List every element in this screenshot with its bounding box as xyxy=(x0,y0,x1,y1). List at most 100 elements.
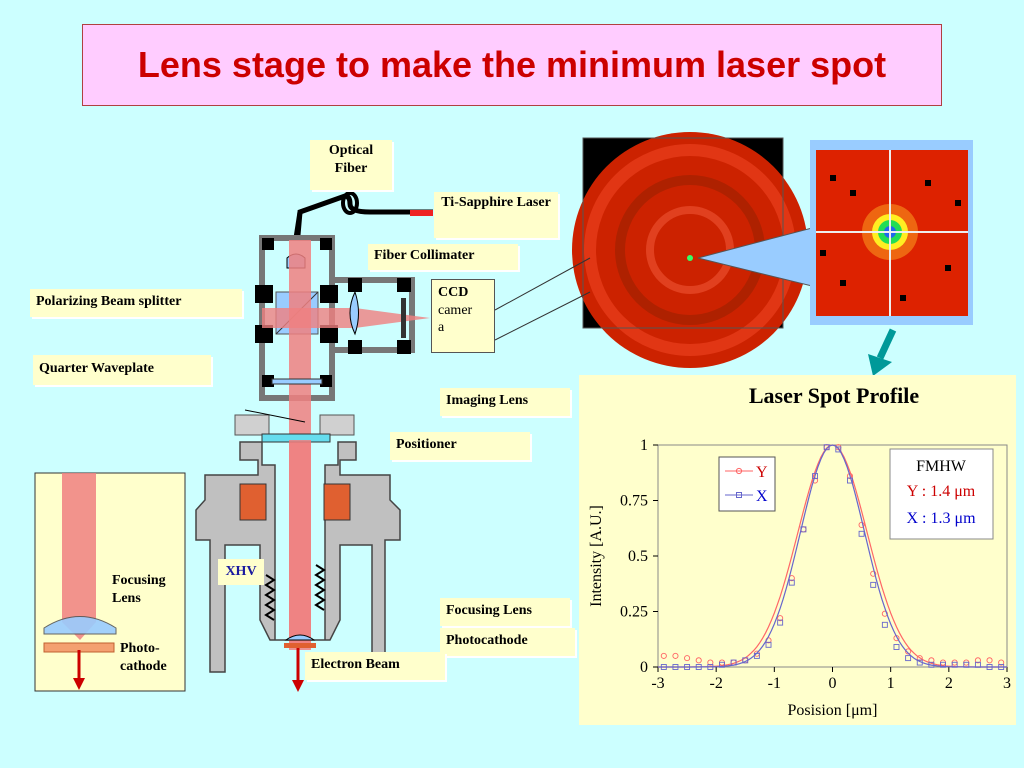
series-x-point xyxy=(963,661,970,668)
legend-label-y: Y xyxy=(756,464,768,481)
series-x-fit-line xyxy=(658,444,1007,668)
fmhw-heading: FMHW xyxy=(916,458,967,475)
series-x-point xyxy=(986,664,993,670)
x-tick-label: -3 xyxy=(651,675,664,692)
y-tick-label: 0.25 xyxy=(620,604,648,621)
label-fiber-collimater: Fiber Collimater xyxy=(368,244,518,270)
series-x-point xyxy=(893,644,900,650)
down-arrow xyxy=(876,328,897,360)
ccd-line-2: camer xyxy=(438,302,473,318)
series-x-point xyxy=(916,659,923,666)
ccd-line-1: CCD xyxy=(438,285,469,300)
ccd-imaging-lens xyxy=(349,290,359,336)
label-focusing-lens: Focusing Lens xyxy=(440,598,570,626)
series-y-point xyxy=(695,657,702,664)
series-y-point xyxy=(916,655,923,662)
page-title: Lens stage to make the minimum laser spo… xyxy=(137,44,887,85)
photocathode-small xyxy=(284,643,316,648)
magnetic-coil-right xyxy=(323,483,351,521)
focusing-lens-small xyxy=(284,634,316,641)
series-x-point xyxy=(812,473,819,480)
inset-focusing-diagram xyxy=(34,472,186,692)
label-xhv: XHV xyxy=(218,559,264,585)
series-y-point xyxy=(684,655,691,662)
series-x-point xyxy=(974,661,981,668)
x-axis-label: Posision [μm] xyxy=(788,702,878,719)
series-x-point xyxy=(998,664,1005,670)
legend-marker-y xyxy=(735,467,743,475)
legend-box xyxy=(718,456,776,512)
series-x-point xyxy=(881,621,888,628)
y-axis-label: Intensity [A.U.] xyxy=(588,505,605,607)
x-tick-label: 0 xyxy=(829,675,837,692)
series-y-point xyxy=(846,473,854,480)
ccd-image-wide xyxy=(572,132,808,368)
magnetic-coil-left xyxy=(239,483,267,521)
y-tick-label: 0 xyxy=(640,659,648,676)
series-x-point xyxy=(951,661,958,668)
spring-right xyxy=(314,564,326,611)
series-x-point xyxy=(730,659,737,666)
series-x-point xyxy=(788,579,795,586)
series-y-point xyxy=(905,648,912,655)
series-y-point xyxy=(707,659,714,666)
series-x-point xyxy=(742,657,749,664)
series-y-point xyxy=(660,652,667,659)
series-x-point xyxy=(940,661,946,668)
ccd-sensor xyxy=(401,298,406,338)
series-x-point xyxy=(858,530,865,537)
series-x-point xyxy=(707,664,714,670)
series-y-point xyxy=(986,657,993,664)
y-tick-label: 1 xyxy=(640,437,648,454)
label-quarter-waveplate: Quarter Waveplate xyxy=(33,355,211,385)
legend-label-x: X xyxy=(756,488,768,505)
fiber-loop xyxy=(341,191,359,215)
inset-focusing-lens xyxy=(43,616,117,635)
x-tick-label: 3 xyxy=(1003,675,1011,692)
laser-spot-chart: Laser Spot Profile -3 -2 -1 0 1 2 3 0 0.25 0.5 0.75… xyxy=(588,383,1011,719)
chart-title: Laser Spot Profile xyxy=(749,383,920,408)
label-positioner: Positioner xyxy=(390,432,530,460)
x-tick-label: 2 xyxy=(945,675,953,692)
series-x-point xyxy=(905,655,912,662)
series-y-point xyxy=(858,521,865,528)
series-x-point xyxy=(870,581,877,588)
laser-spot-profile-panel: Laser Spot Profile -3 -2 -1 0 1 2 3 0 0.25 0.5 0.75… xyxy=(579,375,1016,725)
positioner-assembly xyxy=(234,409,355,443)
ccd-line-3: a xyxy=(438,320,445,335)
legend-marker-x xyxy=(736,492,742,498)
series-x-point xyxy=(800,526,807,533)
x-tick-label: 1 xyxy=(887,675,895,692)
series-x-point xyxy=(753,652,760,659)
inset-label-focusing-lens: Focusing Lens xyxy=(112,573,166,607)
series-x-point xyxy=(847,477,853,484)
label-optical-fiber: Optical Fiber xyxy=(310,140,392,190)
inset-label-photo-cathode: Photo- cathode xyxy=(120,641,167,675)
spring-left xyxy=(264,574,276,621)
label-electron-beam: Electron Beam xyxy=(305,652,445,680)
x-tick-label: -1 xyxy=(768,675,781,692)
label-ccd-camera: CCD camer a xyxy=(431,279,495,353)
series-x-point xyxy=(672,664,679,670)
series-x-point xyxy=(928,661,935,668)
y-tick-label: 0.5 xyxy=(628,548,648,565)
fmhw-x-value: X : 1.3 μm xyxy=(906,510,976,527)
series-x-point xyxy=(835,446,842,453)
series-x-point xyxy=(823,444,830,451)
series-x-point xyxy=(719,661,725,668)
series-y-point xyxy=(777,615,784,622)
series-x-point xyxy=(660,664,667,670)
series-x-point xyxy=(684,664,691,670)
series-y-point xyxy=(974,657,981,664)
series-y-point xyxy=(928,657,935,664)
series-x-point xyxy=(695,664,702,670)
ccd-image-zoom xyxy=(810,140,973,325)
y-tick-label: 0.75 xyxy=(620,493,648,510)
x-tick-label: -2 xyxy=(710,675,723,692)
label-ti-sapphire-laser: Ti-Sapphire Laser xyxy=(434,192,558,238)
series-y-point xyxy=(998,659,1005,666)
series-y-point xyxy=(672,652,679,659)
label-photocathode: Photocathode xyxy=(440,628,575,656)
series-x-point xyxy=(765,641,772,648)
